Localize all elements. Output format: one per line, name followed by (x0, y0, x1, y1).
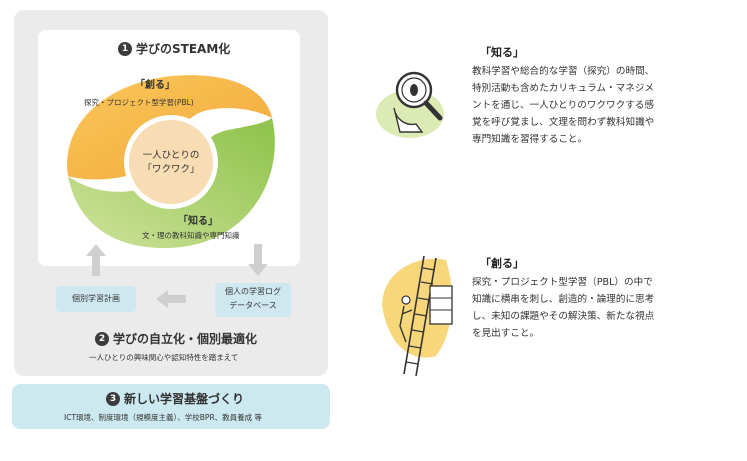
section1-number: 1 (118, 41, 132, 56)
know-desc-line: 覚を呼び覚まし、文理を問わず教科知識や (472, 117, 655, 128)
know-desc-line: 教科学習や総合的な学習（探究）の時間、 (472, 66, 655, 77)
center-text: 一人ひとりの 「ワクワク」 (140, 149, 202, 177)
create-label: 「創る」 (135, 80, 175, 91)
create-desc-line: 探究・プロジェクト型学習（PBL）の中で (472, 277, 653, 288)
know-description: 教科学習や総合的な学習（探究）の時間、 特別活動も含めたカリキュラム・マネジメ … (472, 63, 722, 148)
create-sub: 探究・プロジェクト型学習(PBL) (84, 98, 194, 107)
know-label: 「知る」 (178, 216, 218, 227)
foundation-box (12, 384, 330, 429)
section2-number: 2 (95, 331, 109, 346)
section3-heading: 3 新しい学習基盤づくり (106, 390, 244, 407)
steam-cycle-diagram (67, 75, 275, 249)
know-heading: 「知る」 (480, 46, 524, 59)
section3-number: 3 (106, 391, 120, 406)
center-line1: 一人ひとりの (142, 150, 200, 161)
learning-log-line1: 個人の学習ログ (225, 287, 281, 296)
down-arrow-icon (248, 244, 268, 276)
learning-log-line2: データベース (229, 301, 277, 310)
know-desc-line: 特別活動も含めたカリキュラム・マネジメ (472, 83, 654, 94)
learning-log-box: 個人の学習ログ データベース (215, 283, 291, 317)
section1-heading: 1 学びのSTEAM化 (118, 40, 230, 57)
center-line2: 「ワクワク」 (142, 164, 200, 175)
section1-title: 学びのSTEAM化 (136, 42, 231, 56)
section2-sub: 一人ひとりの興味関心や認知特性を踏まえて (89, 353, 239, 362)
know-sub: 文・理の教科知識や専門知識 (142, 231, 240, 240)
left-arrow-icon (156, 290, 186, 308)
magnifier-illustration-icon (376, 71, 444, 138)
section2-heading: 2 学びの自立化・個別最適化 (95, 330, 257, 347)
section3-title: 新しい学習基盤づくり (124, 392, 245, 406)
create-desc-line: し、未知の課題やその解決策、新たな視点 (472, 311, 655, 322)
know-desc-line: 専門知識を習得すること。 (472, 134, 588, 145)
create-description: 探究・プロジェクト型学習（PBL）の中で 知識に横串を刺し、創造的・論理的に思考… (472, 274, 722, 342)
section2-title: 学びの自立化・個別最適化 (113, 332, 258, 346)
ladder-illustration-icon (382, 255, 453, 377)
create-desc-line: 知識に横串を刺し、創造的・論理的に思考 (472, 294, 655, 305)
know-desc-line: ントを通じ、一人ひとりのワクワクする感 (472, 100, 654, 111)
up-arrow-icon (86, 244, 106, 276)
section3-sub: ICT環境、制度環境（規模度主義）、学校BPR、教員養成 等 (64, 413, 263, 422)
individual-plan-box: 個別学習計画 (56, 286, 136, 312)
create-heading: 「創る」 (480, 257, 524, 270)
create-desc-line: を見出すこと。 (472, 328, 540, 339)
